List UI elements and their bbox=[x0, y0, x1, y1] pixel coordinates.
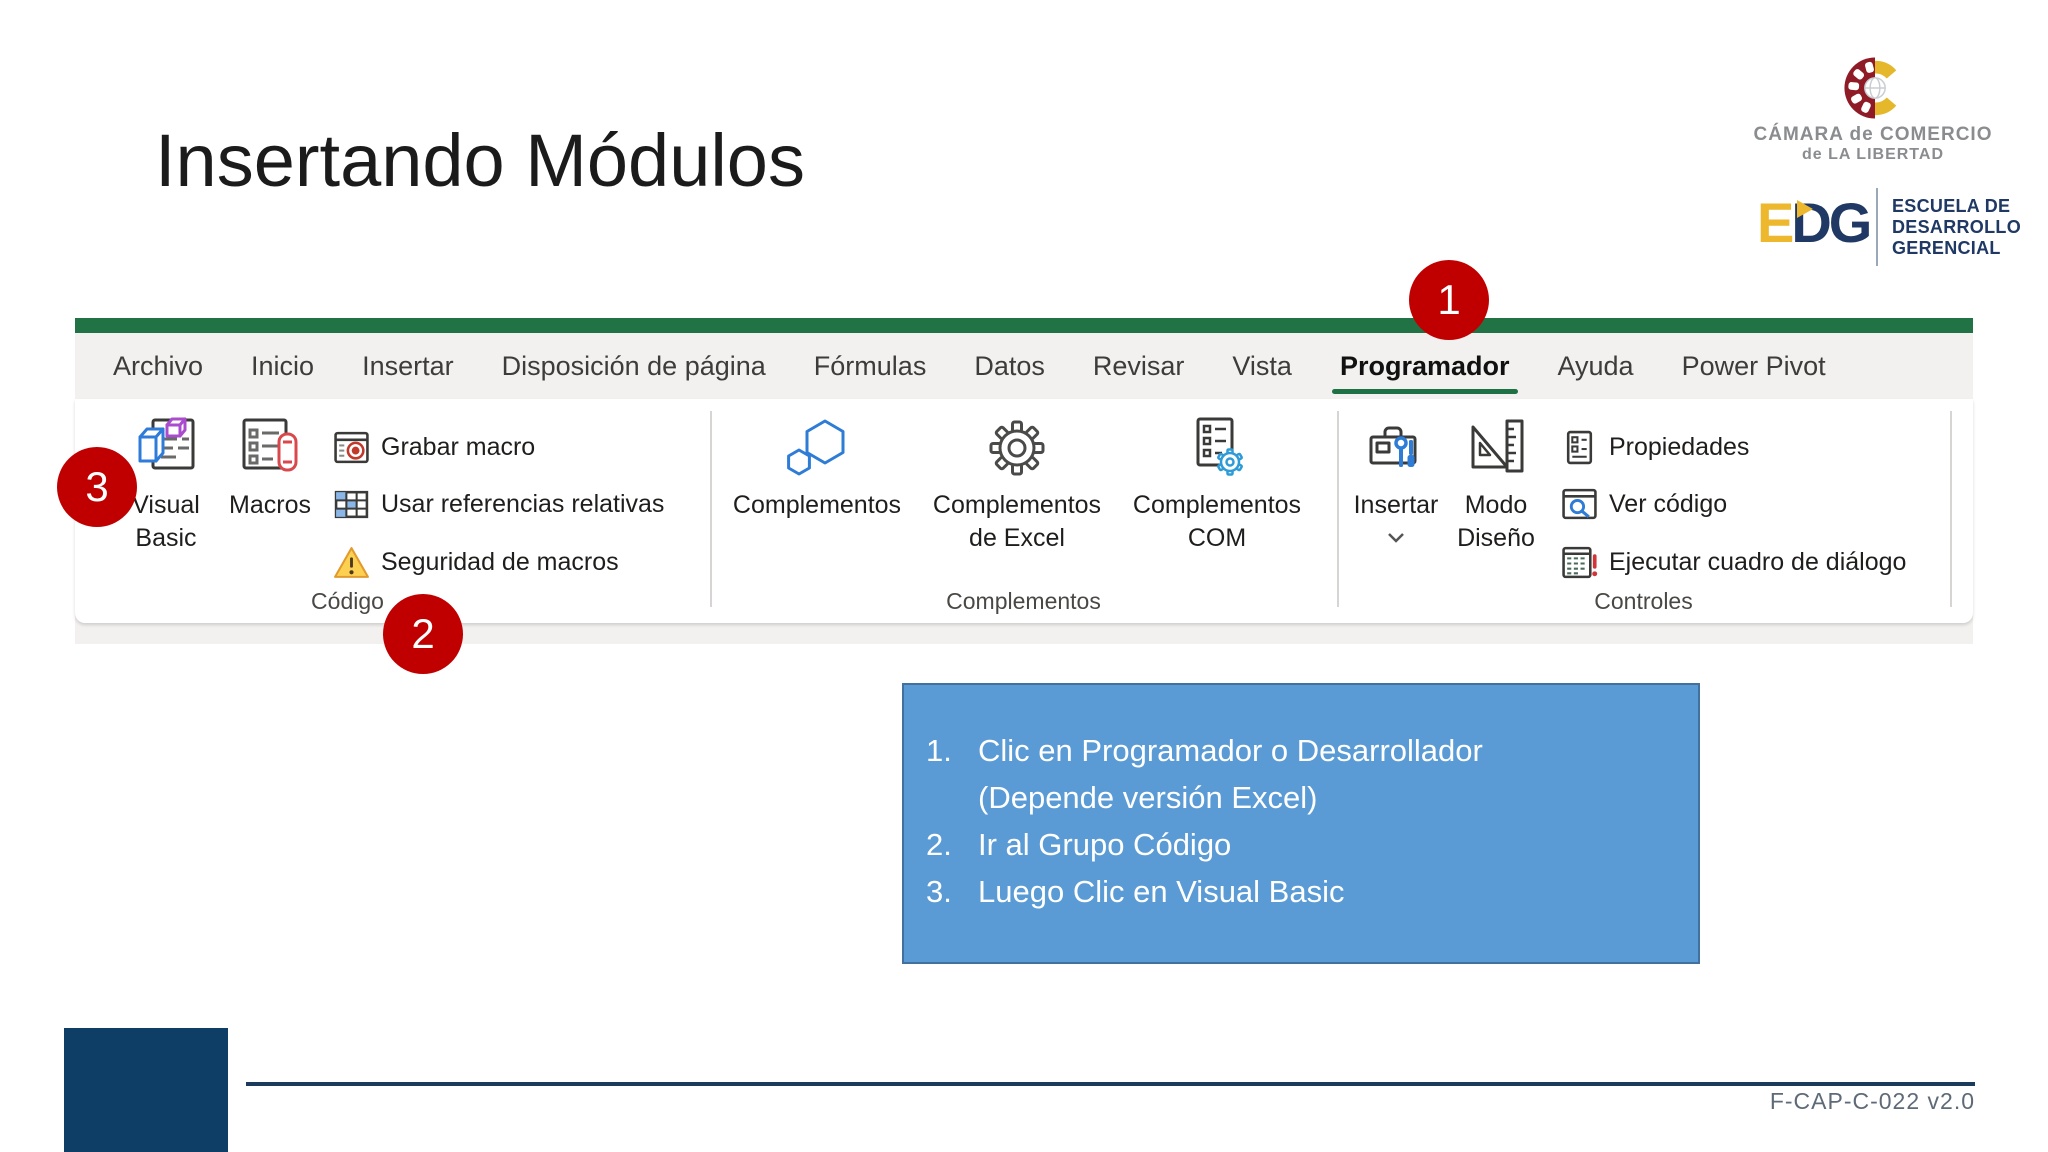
instruction-number: 2. bbox=[926, 827, 952, 862]
group-label-codigo: Código bbox=[311, 588, 384, 614]
usar-referencias-label: Usar referencias relativas bbox=[381, 489, 665, 518]
add-ins-icon bbox=[787, 419, 845, 476]
tab-revisar[interactable]: Revisar bbox=[1092, 350, 1185, 381]
insert-controls-icon bbox=[1369, 426, 1417, 467]
logo-divider bbox=[1876, 188, 1878, 266]
complementos-de-excel-button[interactable]: Complementos de Excel bbox=[922, 415, 1112, 555]
propiedades-label: Propiedades bbox=[1609, 432, 1750, 461]
seguridad-de-macros-button[interactable]: Seguridad de macros bbox=[333, 540, 619, 584]
ribbon-content: Visual Basic bbox=[75, 399, 1973, 623]
edg-logo: EDG bbox=[1757, 190, 1872, 255]
ribbon-tab-strip: Archivo Inicio Insertar Disposición de p… bbox=[75, 333, 1973, 399]
group-label-controles: Controles bbox=[1594, 588, 1693, 614]
org-name-line2: de LA LIBERTAD bbox=[1802, 146, 1944, 163]
tab-programador[interactable]: Programador bbox=[1316, 333, 1534, 399]
group-separator bbox=[710, 411, 712, 607]
macro-security-icon bbox=[334, 546, 369, 578]
com-add-ins-icon bbox=[1196, 417, 1243, 476]
document-code: F-CAP-C-022 v2.0 bbox=[1769, 1088, 1975, 1114]
tab-insertar[interactable]: Insertar bbox=[362, 350, 454, 381]
macros-icon bbox=[242, 418, 298, 472]
instruction-text: Ir al Grupo Código bbox=[978, 827, 1232, 862]
instruction-number: 1. bbox=[926, 733, 952, 768]
tab-archivo[interactable]: Archivo bbox=[113, 350, 204, 381]
modo-diseno-label: Modo Diseño bbox=[1457, 491, 1535, 552]
modo-diseno-button[interactable]: Modo Diseño bbox=[1441, 415, 1551, 555]
insertar-controles-label: Insertar bbox=[1353, 491, 1439, 519]
excel-add-ins-icon bbox=[989, 420, 1045, 476]
ribbon-top-bar bbox=[75, 318, 1973, 333]
visual-basic-button[interactable]: Visual Basic bbox=[101, 415, 231, 555]
footer-divider-line bbox=[246, 1082, 1975, 1086]
complementos-com-button[interactable]: Complementos COM bbox=[1122, 415, 1312, 555]
ver-codigo-label: Ver código bbox=[1609, 489, 1728, 518]
step-badge-1: 1 bbox=[1409, 260, 1489, 340]
ribbon-group-codigo: Visual Basic bbox=[75, 399, 710, 623]
ejecutar-cuadro-label: Ejecutar cuadro de diálogo bbox=[1609, 547, 1907, 576]
school-line2: DESARROLLO bbox=[1892, 217, 2021, 237]
usar-referencias-relativas-button[interactable]: Usar referencias relativas bbox=[333, 482, 664, 526]
run-dialog-icon bbox=[1562, 546, 1598, 578]
tab-datos[interactable]: Datos bbox=[974, 350, 1045, 381]
ejecutar-cuadro-dialogo-button[interactable]: Ejecutar cuadro de diálogo bbox=[1561, 540, 1906, 584]
step-badge-2: 2 bbox=[383, 594, 463, 674]
group-label-complementos: Complementos bbox=[946, 588, 1101, 614]
instruction-item: 1. Clic en Programador o Desarrollador (… bbox=[926, 727, 1680, 821]
complementos-com-label: Complementos COM bbox=[1132, 491, 1302, 552]
tab-ayuda[interactable]: Ayuda bbox=[1557, 350, 1634, 381]
instructions-box: 1. Clic en Programador o Desarrollador (… bbox=[902, 683, 1700, 964]
page-title: Insertando Módulos bbox=[155, 119, 805, 202]
relative-references-icon bbox=[334, 490, 369, 518]
visual-basic-icon bbox=[138, 417, 195, 470]
complementos-excel-label: Complementos de Excel bbox=[932, 491, 1102, 552]
complementos-button[interactable]: Complementos bbox=[722, 415, 912, 522]
tab-inicio[interactable]: Inicio bbox=[251, 350, 315, 381]
group-separator bbox=[1950, 411, 1952, 607]
grabar-macro-label: Grabar macro bbox=[381, 432, 536, 461]
properties-icon bbox=[1566, 430, 1593, 464]
complementos-label: Complementos bbox=[732, 491, 902, 519]
org-name-line1: CÁMARA de COMERCIO bbox=[1753, 124, 1993, 145]
ribbon-group-controles: Insertar bbox=[1337, 399, 1950, 623]
tab-disposicion-de-pagina[interactable]: Disposición de página bbox=[501, 350, 766, 381]
step-badge-3: 3 bbox=[57, 447, 137, 527]
edg-arrow-icon bbox=[1797, 200, 1813, 218]
tab-formulas[interactable]: Fórmulas bbox=[813, 350, 927, 381]
record-macro-icon bbox=[334, 431, 369, 463]
macros-label: Macros bbox=[229, 491, 311, 519]
seguridad-macros-label: Seguridad de macros bbox=[381, 547, 619, 576]
school-name: ESCUELA DE DESARROLLO GERENCIAL bbox=[1892, 196, 2021, 259]
footer-accent-rect bbox=[64, 1028, 228, 1152]
insertar-controles-button[interactable]: Insertar bbox=[1341, 415, 1451, 544]
macros-button[interactable]: Macros bbox=[205, 415, 335, 522]
edg-letter-e: E bbox=[1757, 191, 1794, 254]
tab-vista[interactable]: Vista bbox=[1232, 350, 1292, 381]
view-code-icon bbox=[1562, 488, 1597, 519]
instruction-text: Luego Clic en Visual Basic bbox=[978, 874, 1345, 909]
instruction-number: 3. bbox=[926, 874, 952, 909]
school-line3: GERENCIAL bbox=[1892, 238, 2001, 258]
tab-power-pivot[interactable]: Power Pivot bbox=[1681, 350, 1826, 381]
school-line1: ESCUELA DE bbox=[1892, 196, 2011, 216]
chevron-down-icon bbox=[1388, 533, 1404, 543]
camara-emblem-icon bbox=[1844, 57, 1906, 119]
visual-basic-label: Visual Basic bbox=[132, 491, 200, 552]
grabar-macro-button[interactable]: Grabar macro bbox=[333, 425, 535, 469]
propiedades-button[interactable]: Propiedades bbox=[1561, 425, 1749, 469]
instruction-text: Clic en Programador o Desarrollador (Dep… bbox=[978, 733, 1483, 815]
ver-codigo-button[interactable]: Ver código bbox=[1561, 482, 1727, 526]
instruction-item: 3. Luego Clic en Visual Basic bbox=[926, 868, 1680, 915]
ribbon-group-complementos: Complementos bbox=[710, 399, 1337, 623]
group-separator bbox=[1337, 411, 1339, 607]
excel-ribbon: Archivo Inicio Insertar Disposición de p… bbox=[75, 318, 1973, 644]
design-mode-icon bbox=[1471, 419, 1524, 473]
instruction-item: 2. Ir al Grupo Código bbox=[926, 821, 1680, 868]
